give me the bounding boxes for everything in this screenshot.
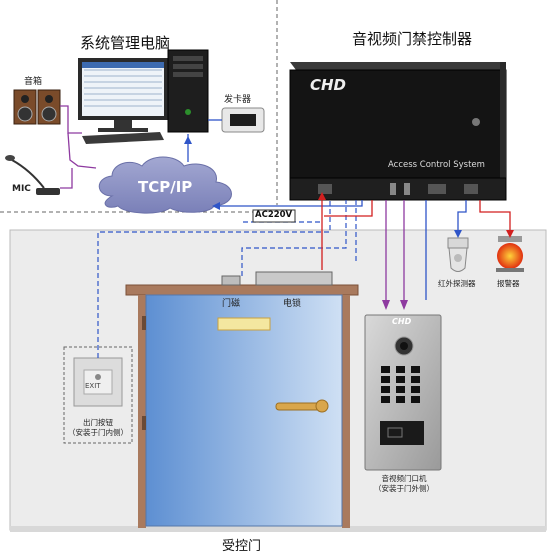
purple-wiring <box>60 105 405 300</box>
door-frame-left <box>138 295 146 528</box>
exit-button-zone <box>63 346 133 444</box>
mic-label: MIC <box>12 184 31 194</box>
electric-lock-icon <box>255 271 333 286</box>
alarm-label: 报警器 <box>497 279 520 288</box>
speaker-label: 音箱 <box>24 77 43 87</box>
exit-button-label-line2: （安装于门内侧） <box>68 428 128 437</box>
power-label: AC220V <box>255 210 293 220</box>
exit-button-label: 出门按钮 （安装于门内侧） <box>64 418 132 438</box>
power-label-box <box>252 209 296 223</box>
door-window-label <box>217 317 271 331</box>
alarm-arrow <box>506 230 514 238</box>
alarm-icon <box>496 236 524 272</box>
intercom-label-line1: 音视频门口机 <box>381 474 427 483</box>
computer-monitor-icon <box>78 58 168 144</box>
access-controller-box <box>289 62 507 201</box>
intercom-label: 音视频门口机 （安装于门外侧） <box>360 474 448 494</box>
red-wiring <box>321 200 511 270</box>
intercom-logo: CHD <box>392 317 412 326</box>
room-floor <box>10 526 546 532</box>
door-magnet-icon <box>221 275 241 286</box>
controller-section-title: 音视频门禁控制器 <box>352 30 473 48</box>
card-issuer-icon <box>221 107 265 133</box>
intercom-arrow-1 <box>382 300 390 310</box>
door-header-beam <box>125 284 359 296</box>
card-issuer-label: 发卡器 <box>224 95 252 105</box>
door-intercom-panel <box>364 314 442 471</box>
speaker-icon <box>13 89 61 125</box>
ir-detector-label: 红外探测器 <box>438 279 476 288</box>
exit-button-dot <box>95 374 101 380</box>
door-magnet-label: 门磁 <box>222 299 241 309</box>
intercom-arrow-2 <box>400 300 408 310</box>
controller-name: Access Control System <box>388 160 485 170</box>
network-arrow-up <box>184 136 192 144</box>
controller-logo: CHD <box>310 76 347 94</box>
network-label: TCP/IP <box>138 178 193 196</box>
network-cloud <box>98 156 232 214</box>
microphone-icon <box>5 155 60 195</box>
electric-lock-label: 电锁 <box>283 299 302 309</box>
exit-button-label-line1: 出门按钮 <box>83 418 113 427</box>
network-arrow-left <box>212 202 220 210</box>
intercom-label-line2: （安装于门外侧） <box>374 484 434 493</box>
lock-arrow <box>318 192 326 200</box>
controlled-door-title: 受控门 <box>222 539 262 554</box>
door-frame-right <box>342 295 350 528</box>
door-handle-icon <box>275 399 329 413</box>
ir-arrow <box>454 230 462 238</box>
ir-detector-icon <box>447 237 469 272</box>
computer-tower-icon <box>167 49 209 133</box>
exit-button-text: EXIT <box>85 382 101 390</box>
pc-section-title: 系统管理电脑 <box>80 34 171 52</box>
door-hinge-icons <box>142 316 146 430</box>
